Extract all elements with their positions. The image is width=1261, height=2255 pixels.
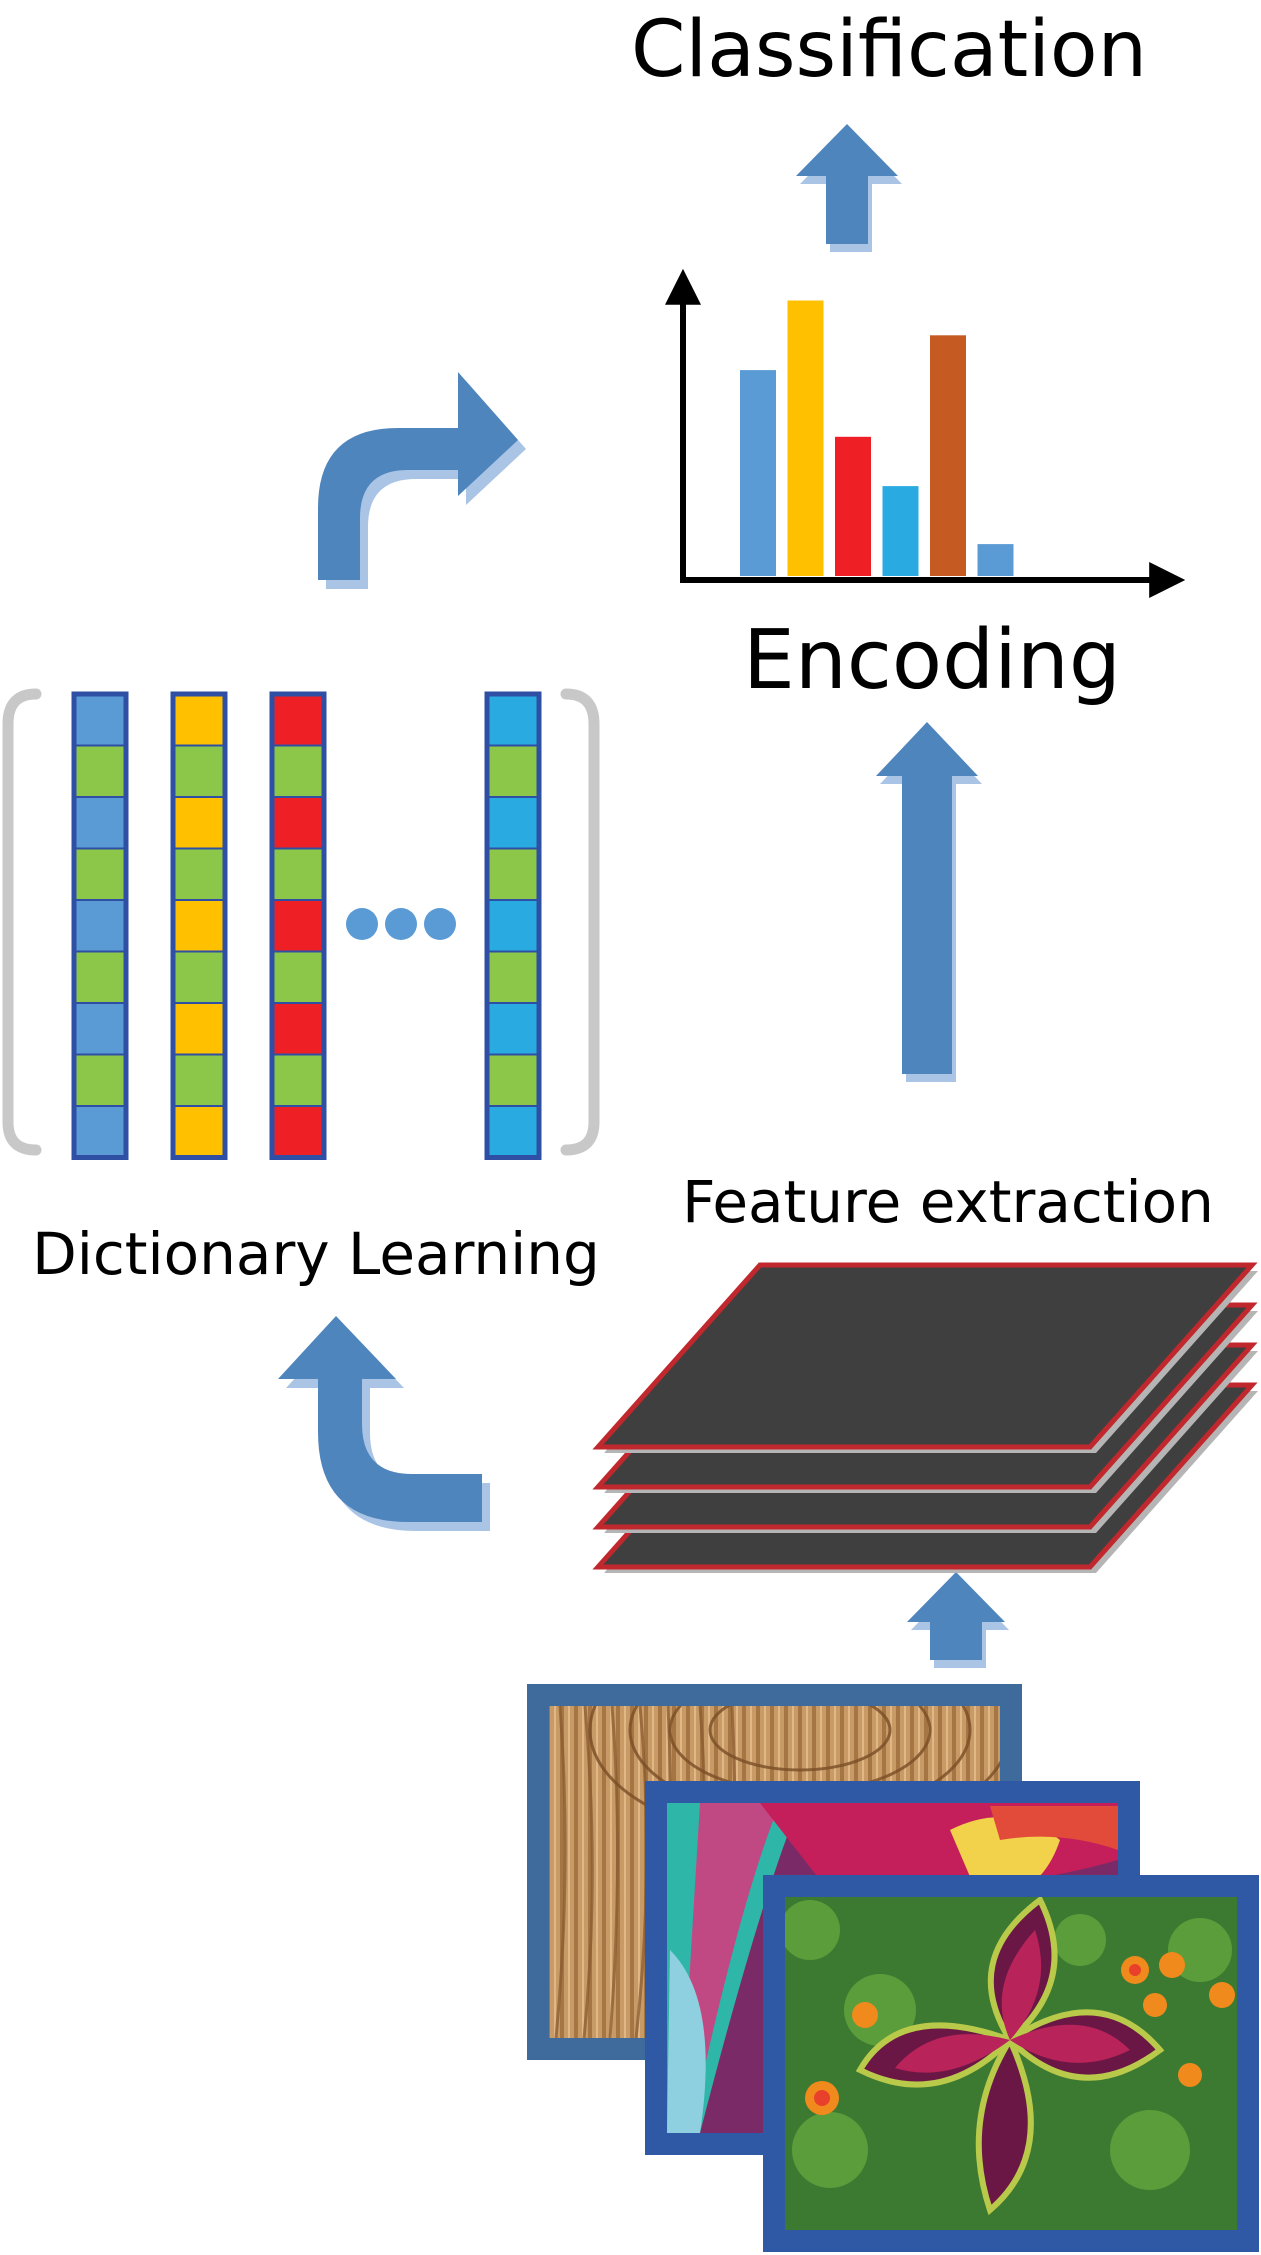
ellipsis-dots xyxy=(346,908,456,940)
dict-cell-4-1 xyxy=(486,693,540,747)
histogram-bar-6 xyxy=(977,544,1014,576)
dict-cell-3-7 xyxy=(271,1002,325,1056)
dict-cell-1-8 xyxy=(73,1053,127,1107)
dict-cell-3-5 xyxy=(271,899,325,953)
dictionary-learning-label: Dictionary Learning xyxy=(32,1220,600,1288)
dict-cell-2-3 xyxy=(172,796,226,850)
dict-cell-4-5 xyxy=(486,899,540,953)
dict-cell-3-6 xyxy=(271,950,325,1004)
dict-cell-4-8 xyxy=(486,1053,540,1107)
feature-extraction-label: Feature extraction xyxy=(682,1168,1214,1236)
arrow-to-feature-extraction-icon xyxy=(907,1572,1009,1668)
ellipsis-dot-1 xyxy=(346,908,378,940)
dict-cell-4-4 xyxy=(486,847,540,901)
dictionary-columns xyxy=(71,691,542,1160)
left-bracket xyxy=(2,688,42,1156)
histogram-bar-5 xyxy=(930,335,966,576)
curved-arrow-to-encoding-icon xyxy=(318,372,526,589)
dict-cell-3-9 xyxy=(271,1105,325,1159)
dict-cell-1-3 xyxy=(73,796,127,850)
ellipsis-dot-2 xyxy=(385,908,417,940)
dict-cell-1-9 xyxy=(73,1105,127,1159)
dict-cell-3-8 xyxy=(271,1053,325,1107)
dict-cell-2-7 xyxy=(172,1002,226,1056)
dict-cell-3-4 xyxy=(271,847,325,901)
dict-cell-2-6 xyxy=(172,950,226,1004)
dict-cell-4-6 xyxy=(486,950,540,1004)
ellipsis-dot-3 xyxy=(424,908,456,940)
dict-column-1 xyxy=(71,691,129,1160)
dict-cell-1-4 xyxy=(73,847,127,901)
histogram-bar-1 xyxy=(740,370,776,576)
dict-cell-2-4 xyxy=(172,847,226,901)
dict-cell-2-2 xyxy=(172,744,226,798)
dict-column-2 xyxy=(170,691,228,1160)
histogram-bar-2 xyxy=(787,300,824,576)
arrow-to-encoding-icon xyxy=(876,722,982,1082)
encoding-histogram xyxy=(665,268,1186,598)
histogram-bar-3 xyxy=(835,436,871,576)
dict-cell-1-6 xyxy=(73,950,127,1004)
feature-map-stack xyxy=(592,1262,1258,1573)
histogram-bars xyxy=(740,300,1014,576)
curved-arrow-to-dictionary-icon xyxy=(278,1316,490,1531)
dict-cell-3-2 xyxy=(271,744,325,798)
dict-cell-4-2 xyxy=(486,744,540,798)
dict-cell-3-1 xyxy=(271,693,325,747)
dictionary-matrix xyxy=(2,688,600,1160)
dict-cell-1-7 xyxy=(73,1002,127,1056)
right-bracket xyxy=(560,688,600,1156)
dict-cell-2-5 xyxy=(172,899,226,953)
dict-column-3 xyxy=(269,691,327,1160)
feature-plane-1 xyxy=(592,1262,1258,1450)
dict-cell-2-9 xyxy=(172,1105,226,1159)
encoding-label: Encoding xyxy=(743,613,1121,708)
dict-column-4 xyxy=(484,691,542,1160)
dict-cell-1-1 xyxy=(73,693,127,747)
dict-cell-4-3 xyxy=(486,796,540,850)
classification-label: Classification xyxy=(631,5,1147,95)
dict-cell-3-3 xyxy=(271,796,325,850)
dict-cell-2-8 xyxy=(172,1053,226,1107)
arrow-to-classification-icon xyxy=(796,124,902,252)
dict-cell-1-5 xyxy=(73,899,127,953)
photo-coleus-marigold xyxy=(763,1875,1259,2252)
histogram-bar-4 xyxy=(882,486,919,576)
dict-cell-1-2 xyxy=(73,744,127,798)
dict-cell-4-9 xyxy=(486,1105,540,1159)
dict-cell-4-7 xyxy=(486,1002,540,1056)
dict-cell-2-1 xyxy=(172,693,226,747)
